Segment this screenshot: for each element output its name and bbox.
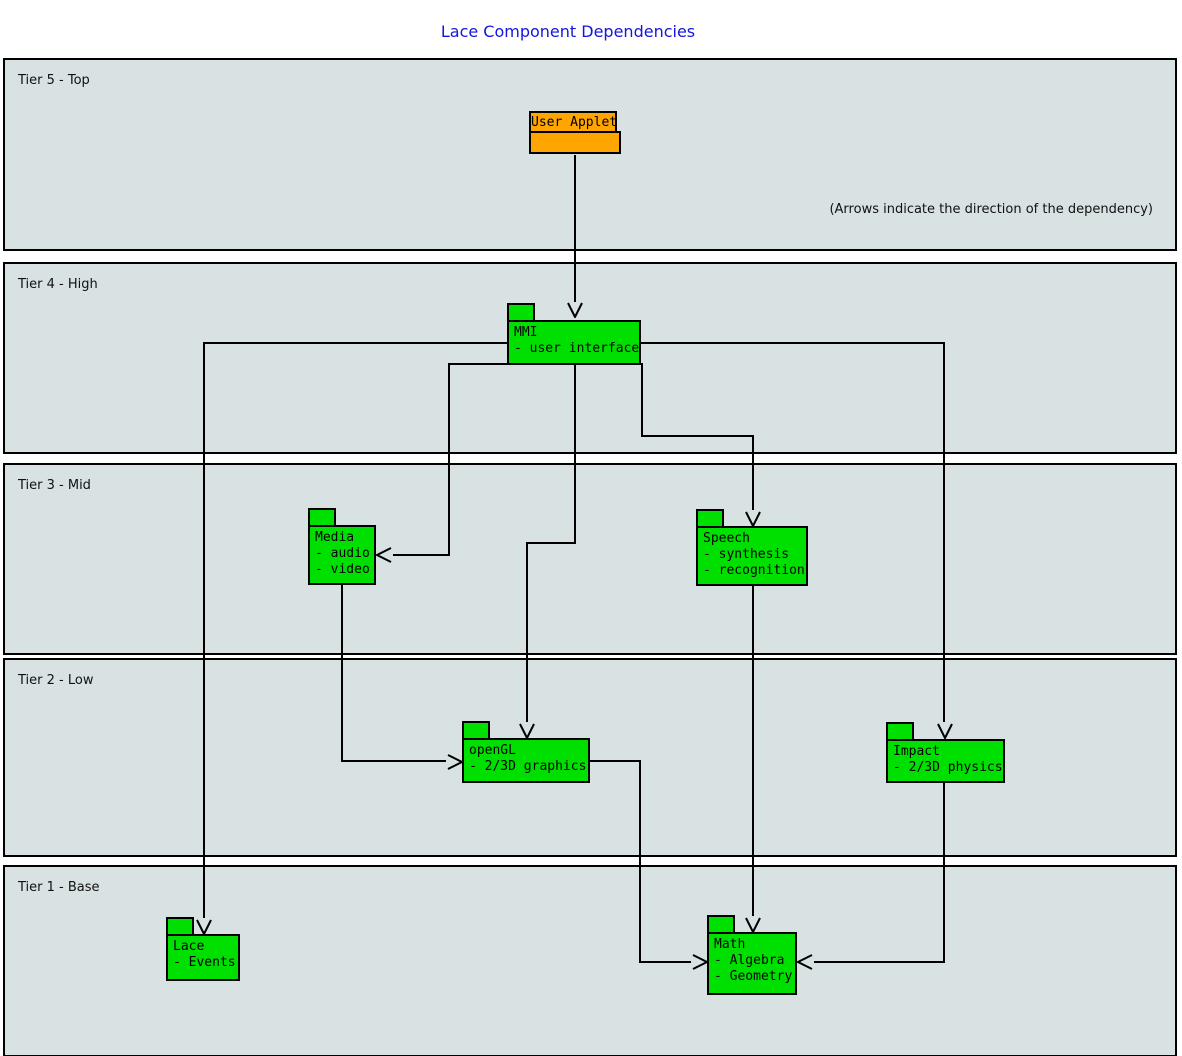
edge-mmi-media-h2 — [393, 554, 450, 556]
arrowhead-right-math — [692, 954, 708, 970]
component-title: Media — [315, 530, 355, 545]
component-title: MMI — [514, 325, 538, 340]
page-title: Lace Component Dependencies — [440, 22, 696, 41]
user-applet-body — [529, 131, 621, 154]
edge-mmi-speech-v2 — [752, 435, 754, 510]
tier-4-label: Tier 4 - High — [18, 277, 98, 292]
edge-opengl-math-v — [639, 760, 641, 963]
component-detail: - Algebra — [714, 953, 785, 968]
edge-mmi-impact-h — [641, 342, 945, 344]
edge-mmi-opengl-v1 — [574, 363, 576, 544]
component-detail: - synthesis — [703, 547, 790, 562]
edge-impact-math-v — [943, 782, 945, 963]
component-title: openGL — [469, 743, 516, 758]
component-lace: Lace - Events — [166, 917, 240, 981]
folder-tab-icon — [696, 509, 724, 526]
arrowhead-left-math — [797, 954, 813, 970]
edge-media-opengl-v — [341, 585, 343, 762]
edge-mmi-lace-v — [203, 342, 205, 918]
tier-5-band: Tier 5 - Top — [3, 58, 1177, 251]
component-detail: - 2/3D graphics — [469, 759, 587, 774]
component-title: Impact — [893, 744, 940, 759]
tier-3-band: Tier 3 - Mid — [3, 463, 1177, 655]
component-detail: - video — [315, 562, 370, 577]
arrowhead-left-media — [376, 547, 392, 563]
arrowhead-down-speech — [745, 511, 761, 527]
edge-mmi-opengl-h — [526, 542, 576, 544]
edge-userapplet-mmi — [574, 155, 576, 302]
component-detail: - recognition — [703, 563, 805, 578]
arrowhead-down-mmi — [567, 302, 583, 318]
arrowhead-down-opengl — [519, 723, 535, 739]
edge-mmi-media-v — [448, 363, 450, 556]
component-opengl: openGL - 2/3D graphics — [462, 721, 590, 783]
component-detail: - Geometry — [714, 969, 793, 984]
edge-media-opengl-h — [341, 760, 446, 762]
edge-impact-math-h — [814, 961, 945, 963]
component-title: Speech — [703, 531, 750, 546]
arrowhead-right-opengl — [447, 754, 463, 770]
tier-5-label: Tier 5 - Top — [18, 73, 90, 88]
edge-mmi-impact-v — [943, 342, 945, 722]
component-math: Math - Algebra - Geometry — [707, 915, 797, 995]
edge-speech-math-v — [752, 586, 754, 916]
component-user-applet: User Applet — [529, 111, 621, 154]
folder-tab-icon — [166, 917, 194, 934]
arrowhead-down-lace — [196, 919, 212, 935]
component-media: Media - audio - video — [308, 508, 376, 585]
user-applet-title: User Applet — [529, 111, 617, 133]
edge-mmi-opengl-v2 — [526, 542, 528, 722]
edge-opengl-math-h2 — [639, 961, 691, 963]
arrow-direction-note: (Arrows indicate the direction of the de… — [829, 202, 1153, 217]
folder-tab-icon — [886, 722, 914, 739]
edge-mmi-speech-v1 — [641, 363, 643, 437]
folder-tab-icon — [707, 915, 735, 932]
edge-mmi-speech-h — [641, 435, 754, 437]
edge-opengl-math-h1 — [589, 760, 641, 762]
folder-tab-icon — [462, 721, 490, 738]
tier-1-label: Tier 1 - Base — [18, 880, 100, 895]
component-detail: - user interface — [514, 341, 640, 356]
tier-2-label: Tier 2 - Low — [18, 673, 94, 688]
folder-tab-icon — [308, 508, 336, 525]
folder-tab-icon — [507, 303, 535, 320]
edge-mmi-media-h1 — [448, 363, 510, 365]
component-impact: Impact - 2/3D physics — [886, 722, 1005, 783]
component-detail: - 2/3D physics — [893, 760, 1003, 775]
edge-mmi-lace-h — [203, 342, 510, 344]
component-title: Math — [714, 937, 746, 952]
component-speech: Speech - synthesis - recognition — [696, 509, 808, 586]
component-mmi: MMI - user interface — [507, 303, 641, 365]
tier-3-label: Tier 3 - Mid — [18, 478, 91, 493]
component-detail: - audio — [315, 546, 370, 561]
arrowhead-down-impact — [937, 723, 953, 739]
arrowhead-down-math — [745, 917, 761, 933]
component-detail: - Events — [173, 955, 236, 970]
component-title: Lace — [173, 939, 205, 954]
